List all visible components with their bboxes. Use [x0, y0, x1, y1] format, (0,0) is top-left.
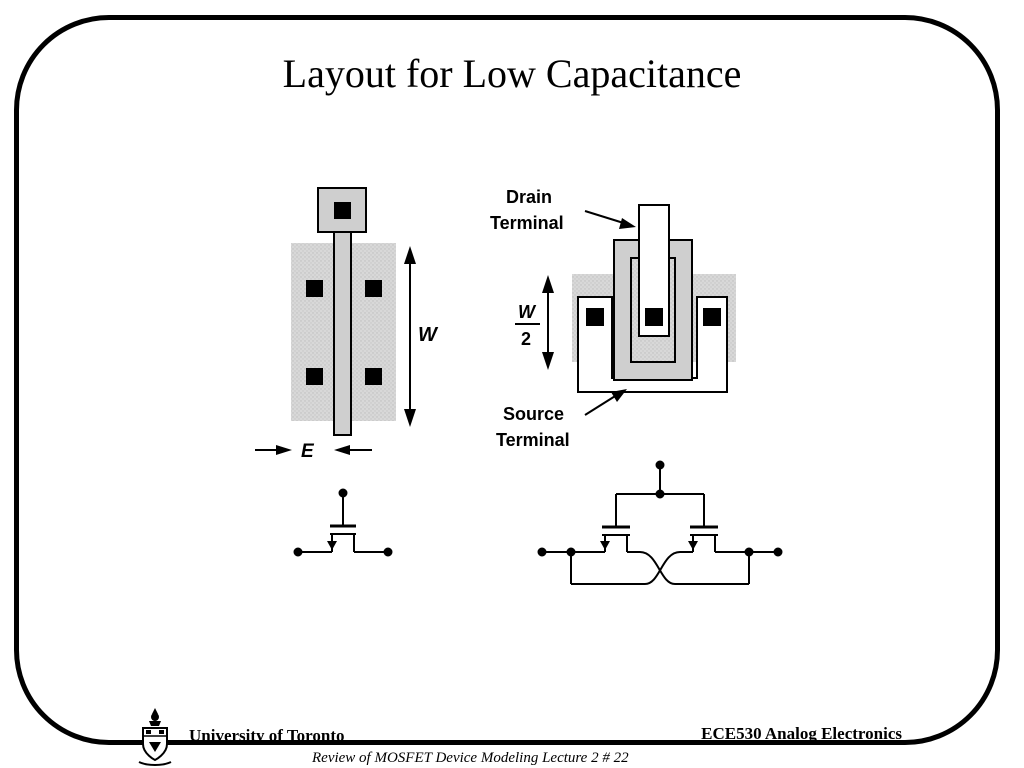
half-width-den: 2 [521, 329, 531, 349]
source-label-line1: Source [503, 404, 564, 424]
source-contact [703, 308, 721, 326]
gate-contact [334, 202, 351, 219]
parallel-mosfet-schematic [537, 460, 783, 585]
half-width-num: W [518, 302, 537, 322]
contact [365, 280, 382, 297]
footer-course: ECE530 Analog Electronics [701, 724, 902, 743]
slide-frame [14, 15, 1000, 745]
drain-contact [645, 308, 663, 326]
drain-label-line1: Drain [506, 187, 552, 207]
source-contact [586, 308, 604, 326]
single-finger-layout: W E [255, 187, 439, 462]
drain-strip [638, 204, 670, 337]
source-ring [577, 296, 728, 393]
footer-subtitle: Review of MOSFET Device Modeling Lecture… [312, 750, 629, 766]
university-crest-icon [138, 708, 172, 766]
folded-layout: W 2 Drain Terminal Source Terminal [490, 187, 736, 450]
single-mosfet-schematic [293, 488, 393, 557]
contact [365, 368, 382, 385]
source-label-line2: Terminal [496, 430, 570, 450]
contact [306, 280, 323, 297]
width-arrow-bottom [404, 409, 416, 427]
footer-university: University of Toronto [189, 726, 345, 745]
drain-label-line2: Terminal [490, 213, 564, 233]
slide-title: Layout for Low Capacitance [282, 51, 742, 96]
width-arrow-top [404, 246, 416, 264]
spacing-label: E [301, 441, 315, 462]
width-label: W [418, 324, 439, 346]
contact [306, 368, 323, 385]
gate-finger [333, 231, 352, 436]
